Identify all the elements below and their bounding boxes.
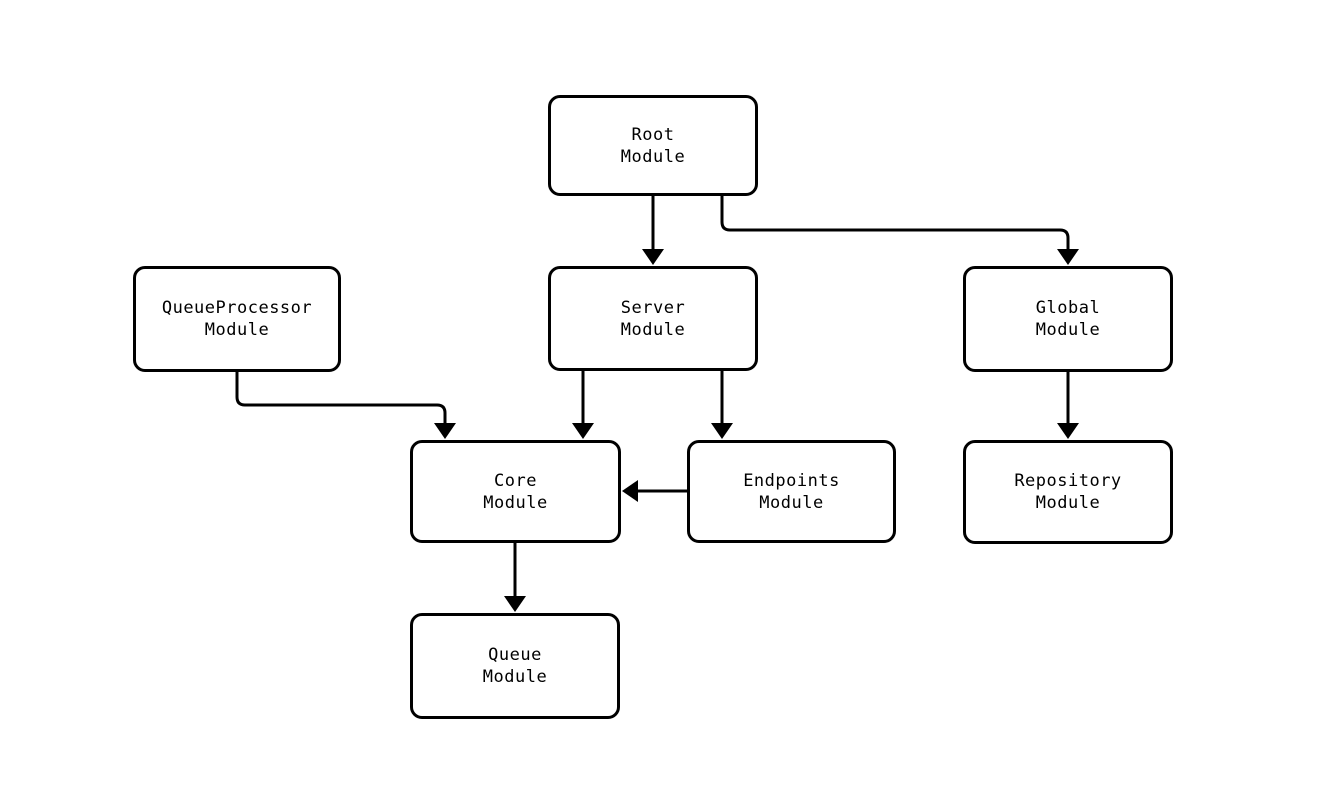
- arrowhead-endpoints-to-core: [622, 480, 638, 502]
- node-endpoints[interactable]: Endpoints Module: [687, 440, 896, 543]
- node-server[interactable]: Server Module: [548, 266, 758, 371]
- arrowhead-queueprocessor-to-core: [434, 423, 456, 439]
- node-repository-title: Repository: [1014, 471, 1122, 491]
- node-server-title: Server: [620, 297, 686, 318]
- edges-group: [235, 196, 1079, 612]
- arrowhead-root-to-global: [1057, 249, 1079, 265]
- node-root-subtitle: Module: [620, 146, 686, 167]
- node-queue-title: Queue: [488, 645, 542, 665]
- arrowhead-server-to-core: [572, 423, 594, 439]
- edge-queueprocessor-to-core: [235, 372, 447, 426]
- node-global-title: Global: [1035, 298, 1101, 318]
- node-root[interactable]: Root Module: [548, 95, 758, 196]
- node-endpoints-subtitle: Module: [759, 492, 824, 513]
- node-queueprocessor[interactable]: QueueProcessor Module: [133, 266, 341, 372]
- node-core-subtitle: Module: [483, 492, 548, 513]
- node-core[interactable]: Core Module: [410, 440, 621, 543]
- node-queue-subtitle: Module: [482, 667, 548, 687]
- node-queue[interactable]: Queue Module: [410, 613, 620, 719]
- node-core-title: Core: [494, 470, 537, 491]
- node-endpoints-title: Endpoints: [743, 470, 840, 491]
- arrowhead-global-to-repository: [1057, 423, 1079, 439]
- node-repository[interactable]: Repository Module: [963, 440, 1173, 544]
- node-queueprocessor-subtitle: Module: [204, 320, 270, 340]
- node-queueprocessor-title: QueueProcessor: [161, 298, 313, 318]
- node-server-subtitle: Module: [620, 319, 686, 340]
- node-repository-subtitle: Module: [1035, 493, 1101, 513]
- arrowhead-core-to-queue: [504, 596, 526, 612]
- arrowhead-root-to-server: [642, 249, 664, 265]
- node-root-title: Root: [631, 124, 675, 145]
- arrowhead-server-to-endpoints: [711, 423, 733, 439]
- edge-root-to-global: [720, 196, 1070, 252]
- node-global[interactable]: Global Module: [963, 266, 1173, 372]
- node-global-subtitle: Module: [1035, 320, 1101, 340]
